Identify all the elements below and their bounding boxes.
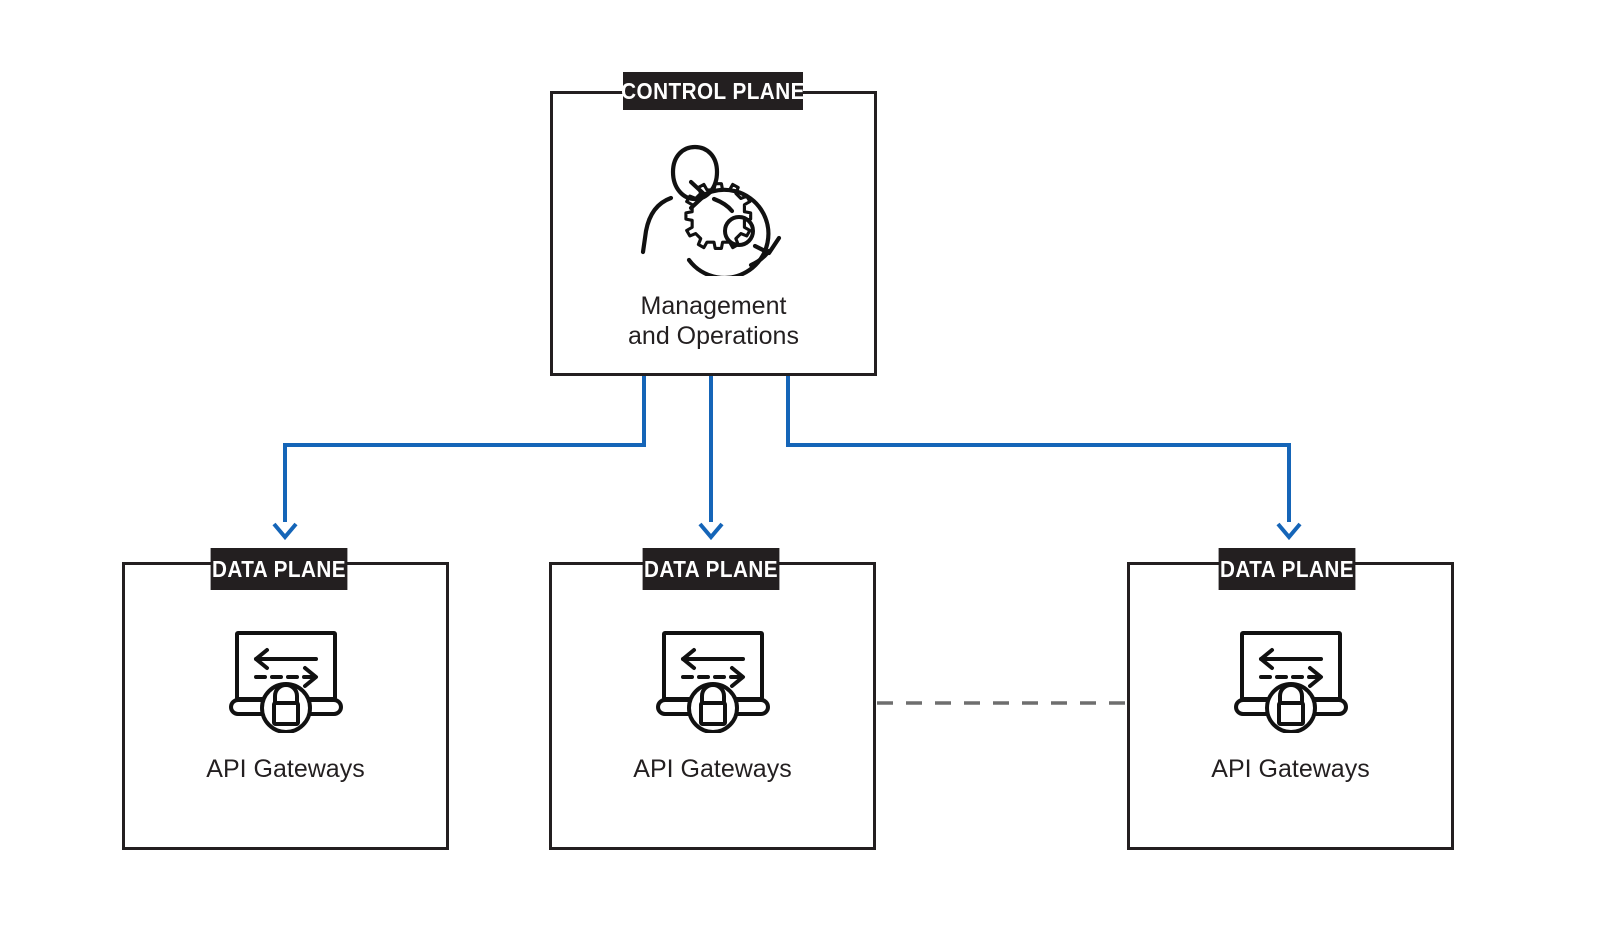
arrowhead-dataplane-1 — [272, 522, 298, 541]
data-plane-1-caption: API Gateways — [206, 755, 365, 783]
data-plane-badge-3: DATA PLANE — [1218, 548, 1356, 590]
data-plane-box-1: API Gateways — [122, 562, 449, 850]
data-plane-box-2: API Gateways — [549, 562, 876, 850]
connector-control-to-dataplane-3 — [786, 376, 1291, 522]
connector-control-to-dataplane-1 — [283, 376, 646, 522]
arrowhead-dataplane-3 — [1276, 522, 1302, 541]
api-gateway-lock-icon — [1228, 627, 1354, 734]
data-plane-2-caption: API Gateways — [633, 755, 792, 783]
control-plane-caption: Management and Operations — [628, 292, 799, 350]
user-gear-refresh-icon — [619, 136, 809, 280]
data-plane-badge-2: DATA PLANE — [642, 548, 780, 590]
data-plane-box-3: API Gateways — [1127, 562, 1454, 850]
control-plane-badge: CONTROL PLANE — [621, 72, 804, 110]
api-gateway-lock-icon — [223, 627, 349, 734]
api-gateway-lock-icon — [650, 627, 776, 734]
control-plane-box: Management and Operations — [550, 91, 877, 376]
data-plane-3-caption: API Gateways — [1211, 755, 1370, 783]
data-plane-badge-1: DATA PLANE — [210, 548, 348, 590]
arrowhead-dataplane-2 — [698, 522, 724, 541]
